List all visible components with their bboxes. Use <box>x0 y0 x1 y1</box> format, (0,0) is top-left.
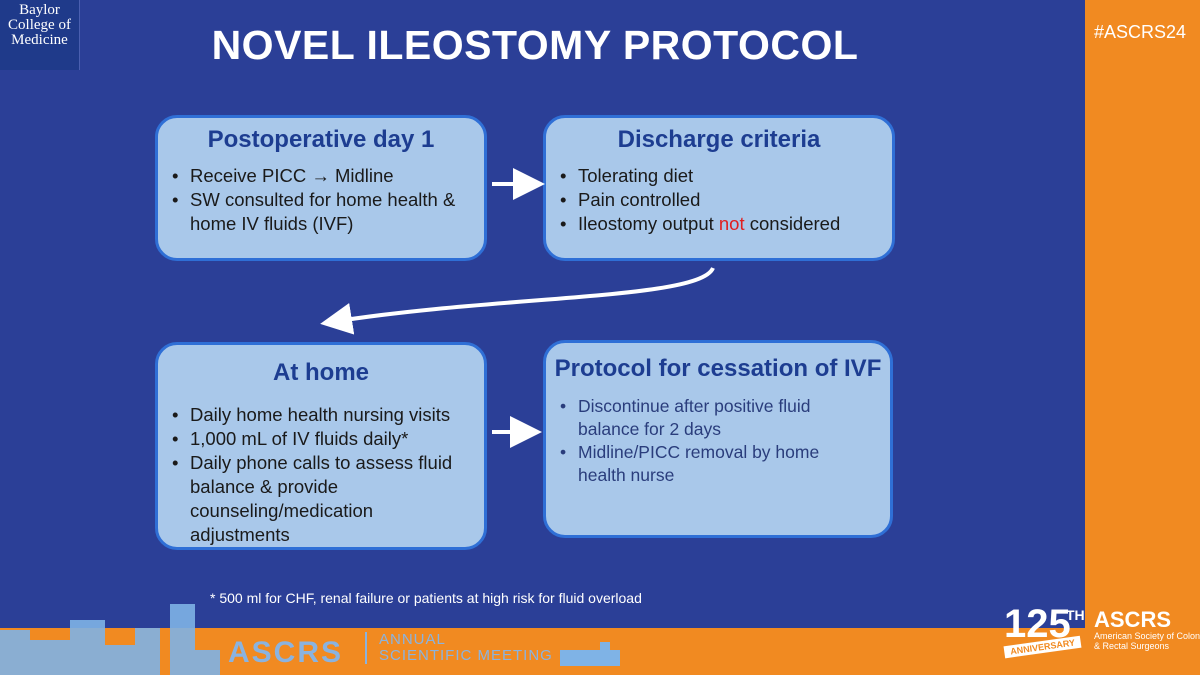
logo-line-1: Baylor <box>0 3 79 18</box>
slide-title: NOVEL ILEOSTOMY PROTOCOL <box>0 22 1070 69</box>
list-item: Tolerating diet <box>546 164 892 188</box>
item-text: considered <box>745 213 841 234</box>
anniversary-th: TH <box>1066 607 1085 623</box>
hashtag: #ASCRS24 <box>1094 22 1186 43</box>
anniversary-ascrs: ASCRS <box>1094 607 1171 633</box>
list-item: 1,000 mL of IV fluids daily* <box>158 427 484 451</box>
list-item: Pain controlled <box>546 188 892 212</box>
cessation-list: Discontinue after positive fluid balance… <box>546 395 890 487</box>
annual-meeting-label: ANNUAL SCIENTIFIC MEETING <box>365 632 553 664</box>
postop-day1-box: Postoperative day 1 Receive PICC → Midli… <box>155 115 487 261</box>
list-item: Midline/PICC removal by home health nurs… <box>546 441 890 487</box>
cessation-protocol-box: Protocol for cessation of IVF Discontinu… <box>543 340 893 538</box>
anniversary-logo: 125 TH ASCRS American Society of Colon &… <box>1004 605 1071 643</box>
blue-band <box>0 622 1085 628</box>
home-list: Daily home health nursing visits 1,000 m… <box>158 403 484 547</box>
list-item: Daily phone calls to assess fluid balanc… <box>158 451 484 547</box>
ascrs-wordmark: ASCRS <box>228 636 343 670</box>
item-text: Ileostomy output <box>578 213 719 234</box>
list-item: Daily home health nursing visits <box>158 403 484 427</box>
discharge-list: Tolerating diet Pain controlled Ileostom… <box>546 164 892 236</box>
discharge-criteria-box: Discharge criteria Tolerating diet Pain … <box>543 115 895 261</box>
discharge-heading: Discharge criteria <box>546 126 892 154</box>
list-item: Discontinue after positive fluid balance… <box>546 395 890 441</box>
postop-heading: Postoperative day 1 <box>158 126 484 154</box>
annual-line-1: ANNUAL <box>379 632 553 648</box>
anniversary-society: American Society of Colon & Rectal Surge… <box>1094 631 1200 651</box>
list-item: SW consulted for home health & home IV f… <box>158 188 484 236</box>
list-item: Receive PICC → Midline <box>158 164 484 188</box>
postop-list: Receive PICC → Midline SW consulted for … <box>158 164 484 236</box>
annual-line-2: SCIENTIFIC MEETING <box>379 648 553 664</box>
list-item: Ileostomy output not considered <box>546 212 892 236</box>
footnote: * 500 ml for CHF, renal failure or patie… <box>210 590 642 606</box>
home-heading: At home <box>158 359 484 387</box>
at-home-box: At home Daily home health nursing visits… <box>155 342 487 550</box>
emphasis-not: not <box>719 213 745 234</box>
cessation-heading: Protocol for cessation of IVF <box>546 355 890 383</box>
